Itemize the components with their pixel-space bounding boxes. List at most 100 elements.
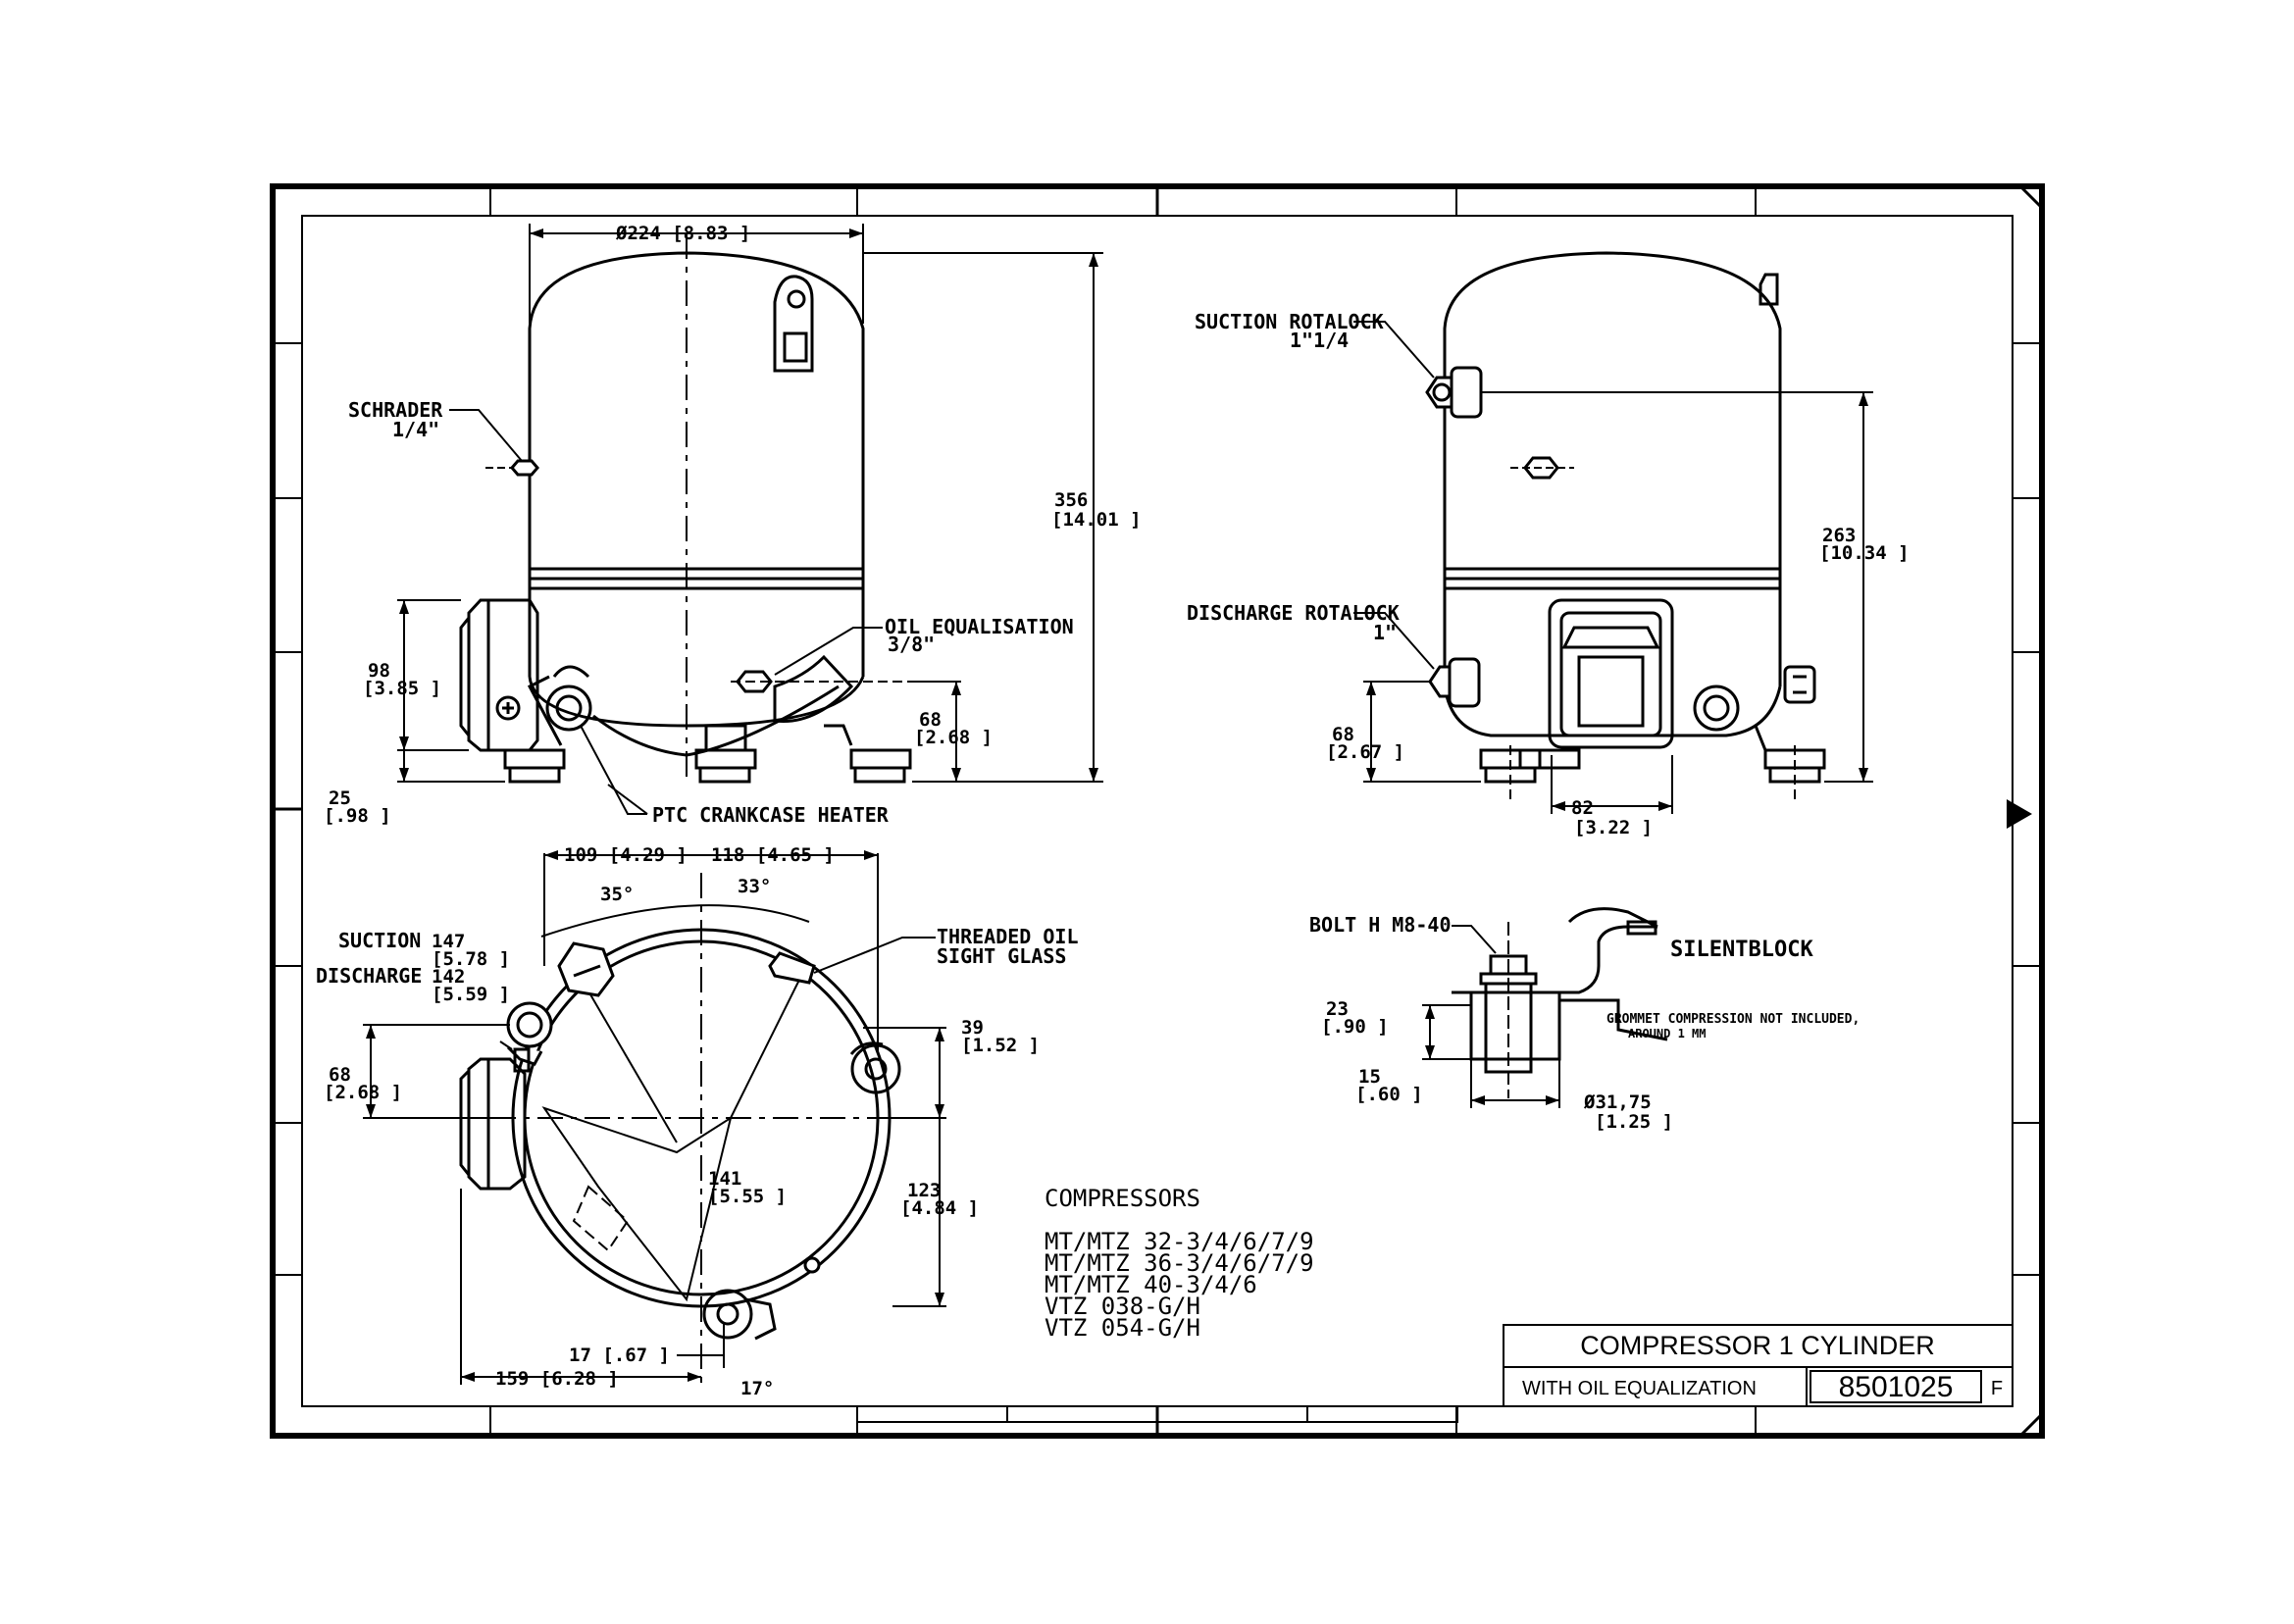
discharge-height-mm: 68 bbox=[1332, 724, 1354, 745]
dim-159: 159 [6.28 ] bbox=[495, 1368, 619, 1390]
top-left-dim: 109 [4.29 ] bbox=[564, 844, 688, 866]
side-view: SUCTION ROTALOCK 1"1/4 DISCHARGE ROTALOC… bbox=[1187, 251, 1910, 838]
revision-letter: F bbox=[1991, 1378, 2003, 1399]
silentblock-diameter-mm: Ø31,75 bbox=[1583, 1091, 1652, 1113]
sight-glass-label-2: SIGHT GLASS bbox=[937, 944, 1066, 968]
top-terminal-box bbox=[459, 1047, 531, 1191]
silentblock-arrowheads bbox=[1425, 1005, 1559, 1105]
front-view-body bbox=[503, 251, 912, 784]
front-diameter-label: Ø224 [8.83 ] bbox=[615, 223, 750, 244]
angle-left: 35° bbox=[600, 884, 634, 905]
silentblock-23-mm: 23 bbox=[1326, 998, 1349, 1020]
front-view-leaders bbox=[449, 409, 883, 815]
top-view: 109 [4.29 ] 118 [4.65 ] 35° 33° SUCTION … bbox=[316, 844, 1079, 1399]
grommet-note-2: AROUND 1 MM bbox=[1628, 1027, 1706, 1040]
discharge-mm: 142 bbox=[432, 966, 465, 988]
box-offset-in: [3.22 ] bbox=[1574, 817, 1653, 838]
silentblock-dimensions bbox=[1422, 1004, 1560, 1108]
dim-141-in: [5.55 ] bbox=[708, 1186, 787, 1207]
side-terminal-box bbox=[1548, 598, 1674, 749]
scale-bar bbox=[856, 1405, 1458, 1423]
top-view-dimensions bbox=[363, 853, 946, 1385]
compressor-model: MT/MTZ 36-3/4/6/7/9 bbox=[1045, 1249, 1314, 1277]
dim-141-mm: 141 bbox=[708, 1168, 741, 1190]
suction-rotalock-label: SUCTION ROTALOCK bbox=[1195, 310, 1384, 333]
dim-39-mm: 39 bbox=[961, 1017, 984, 1039]
side-right-port bbox=[1693, 665, 1816, 732]
top-right-mount bbox=[849, 1041, 901, 1094]
grommet-note-1: GROMMET COMPRESSION NOT INCLUDED, bbox=[1606, 1012, 1860, 1027]
silentblock-15-mm: 15 bbox=[1358, 1066, 1381, 1088]
ptc-heater-label: PTC CRANKCASE HEATER bbox=[652, 803, 890, 827]
schrader-valve bbox=[485, 459, 539, 477]
lifting-lug bbox=[773, 275, 814, 373]
discharge-height-in: [2.67 ] bbox=[1326, 741, 1404, 763]
bolt-label: BOLT H M8-40 bbox=[1309, 913, 1452, 937]
terminal-box bbox=[459, 598, 539, 752]
orientation-arrow-icon bbox=[2007, 799, 2032, 829]
silentblock-leaders bbox=[1452, 925, 1497, 954]
dim-123-mm: 123 bbox=[907, 1180, 941, 1201]
discharge-rotalock bbox=[1428, 657, 1481, 708]
silentblock-diameter-in: [1.25 ] bbox=[1595, 1111, 1673, 1133]
compressors-heading: COMPRESSORS bbox=[1045, 1185, 1200, 1212]
oil-height-mm: 68 bbox=[919, 709, 942, 731]
front-view-dimensions bbox=[397, 224, 1103, 783]
silentblock-15-in: [.60 ] bbox=[1355, 1084, 1423, 1105]
title-block-subtitle: WITH OIL EQUALIZATION bbox=[1522, 1378, 1757, 1399]
discharge-rotalock-size: 1" bbox=[1373, 621, 1397, 644]
compressor-model: MT/MTZ 32-3/4/6/7/9 bbox=[1045, 1228, 1314, 1255]
side-height-in: [10.34 ] bbox=[1819, 542, 1910, 564]
title-block-title: COMPRESSOR 1 CYLINDER bbox=[1580, 1331, 1935, 1360]
schrader-size: 1/4" bbox=[392, 418, 439, 441]
dim-17: 17 [.67 ] bbox=[569, 1345, 670, 1366]
dim-68-in: [2.68 ] bbox=[324, 1082, 402, 1103]
box-height-mm: 98 bbox=[368, 660, 390, 682]
dim-68-mm: 68 bbox=[329, 1064, 351, 1086]
dim-123-in: [4.84 ] bbox=[900, 1197, 979, 1219]
suction-rotalock bbox=[1425, 366, 1483, 419]
sight-glass-fitting bbox=[768, 951, 821, 1274]
schrader-label: SCHRADER bbox=[348, 398, 443, 422]
ptc-heater-port bbox=[545, 665, 592, 732]
suction-label: SUCTION bbox=[338, 929, 421, 952]
top-view-arrowheads bbox=[366, 850, 944, 1382]
box-height-in: [3.85 ] bbox=[363, 678, 441, 699]
side-height-mm: 263 bbox=[1822, 525, 1856, 546]
side-view-body bbox=[1443, 251, 1826, 784]
suction-rotalock-size: 1"1/4 bbox=[1290, 329, 1349, 352]
base-height-in: [.98 ] bbox=[324, 805, 391, 827]
top-view-leaders bbox=[499, 937, 936, 1050]
discharge-in: [5.59 ] bbox=[432, 984, 510, 1005]
silentblock-detail: BOLT H M8-40 SILENTBLOCK GROMMET COMPRES… bbox=[1309, 907, 1860, 1133]
top-suction-fitting bbox=[557, 941, 615, 997]
front-height-in: [14.01 ] bbox=[1051, 509, 1142, 531]
front-view: Ø224 [8.83 ] 356 [14.01 ] SCHRADER 1/4" … bbox=[324, 223, 1142, 827]
front-view-arrowheads bbox=[399, 228, 1098, 782]
oil-equalisation-label: OIL EQUALISATION bbox=[885, 615, 1074, 638]
silentblock-grommet bbox=[1452, 907, 1668, 1074]
angle-right: 33° bbox=[738, 876, 771, 897]
suction-mm: 147 bbox=[432, 931, 465, 952]
side-view-dimensions bbox=[1363, 391, 1873, 814]
angle-arc bbox=[540, 904, 810, 938]
suction-in: [5.78 ] bbox=[432, 948, 510, 970]
compressor-model: VTZ 038-G/H bbox=[1045, 1293, 1200, 1320]
base-height-mm: 25 bbox=[329, 787, 351, 809]
front-height-mm: 356 bbox=[1054, 489, 1088, 511]
side-view-leaders bbox=[1353, 321, 1435, 670]
angle-bottom: 17° bbox=[740, 1378, 774, 1399]
discharge-label: DISCHARGE bbox=[316, 964, 422, 988]
side-view-arrowheads bbox=[1366, 392, 1868, 811]
top-bottom-mount bbox=[702, 1289, 777, 1341]
compressor-model: MT/MTZ 40-3/4/6 bbox=[1045, 1271, 1257, 1298]
top-right-dim: 118 [4.65 ] bbox=[711, 844, 835, 866]
silentblock-title: SILENTBLOCK bbox=[1670, 938, 1813, 962]
side-lifting-lug bbox=[1759, 273, 1779, 306]
oil-equalisation-size: 3/8" bbox=[888, 633, 935, 656]
title-block: COMPRESSOR 1 CYLINDER WITH OIL EQUALIZAT… bbox=[1503, 1324, 2014, 1407]
silentblock-bolt bbox=[1479, 922, 1538, 1098]
box-offset-mm: 82 bbox=[1571, 797, 1594, 819]
sight-glass-label-1: THREADED OIL bbox=[937, 925, 1079, 948]
